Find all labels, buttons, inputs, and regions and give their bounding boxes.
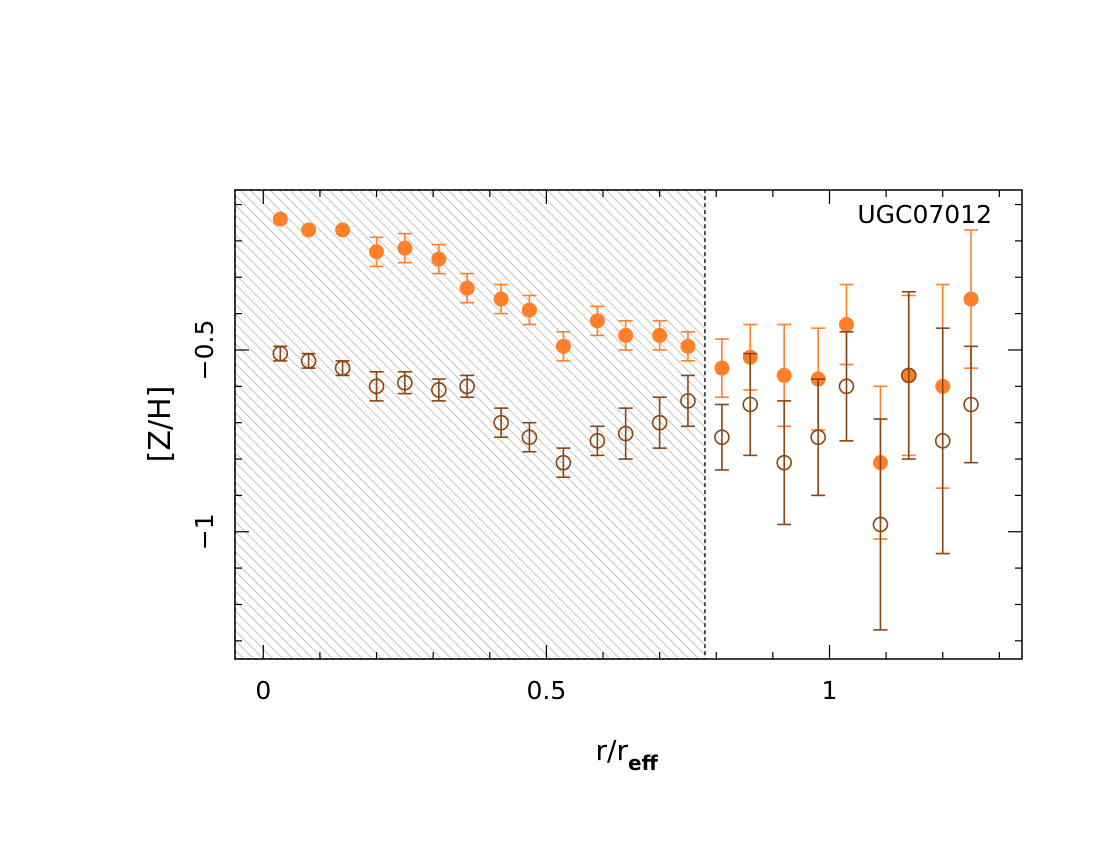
- x-tick-label: 1: [822, 676, 838, 705]
- data-point: [431, 251, 447, 267]
- data-point: [555, 454, 572, 471]
- data-point: [680, 338, 696, 354]
- chart-annotation: UGC07012: [857, 200, 992, 229]
- data-point: [459, 378, 475, 395]
- data-point: [963, 396, 979, 413]
- shaded-region-layer: [234, 189, 706, 660]
- data-point: [397, 374, 413, 391]
- data-point: [652, 327, 668, 343]
- data-point: [459, 280, 475, 296]
- data-point: [872, 516, 889, 533]
- data-point: [934, 433, 951, 449]
- data-point: [618, 327, 634, 343]
- data-point: [431, 382, 447, 398]
- data-point: [714, 429, 730, 446]
- series-layer: [272, 211, 979, 631]
- data-point: [555, 338, 571, 354]
- data-point: [742, 396, 759, 413]
- data-point: [493, 414, 509, 431]
- x-tick-label: 0: [255, 676, 271, 705]
- tick-label-layer: 0 0.5 1 −0.5 −1: [190, 320, 837, 705]
- shaded-region: [235, 190, 705, 659]
- data-point: [272, 211, 288, 227]
- plot-frame: [234, 189, 1023, 660]
- data-point: [810, 429, 826, 446]
- y-tick-label: −0.5: [190, 320, 219, 381]
- tick-layer: [235, 190, 1022, 659]
- data-point: [900, 367, 917, 384]
- series-open: [272, 290, 979, 631]
- data-point: [838, 378, 855, 395]
- data-point: [680, 393, 696, 409]
- data-point: [963, 291, 979, 307]
- data-point: [521, 302, 537, 318]
- data-point: [493, 291, 509, 307]
- data-point: [776, 454, 793, 471]
- x-axis-label: r/r: [596, 734, 629, 767]
- data-point: [589, 433, 606, 449]
- x-axis-label-subscript: eff: [628, 751, 659, 775]
- data-point: [272, 345, 289, 362]
- data-point: [368, 378, 385, 395]
- data-point: [300, 353, 317, 369]
- data-point: [838, 317, 854, 333]
- data-point: [334, 360, 351, 376]
- data-point: [776, 367, 792, 383]
- data-point: [521, 429, 538, 446]
- y-tick-label: −1: [190, 513, 219, 550]
- data-point: [335, 222, 351, 238]
- data-point: [369, 244, 385, 260]
- data-point: [589, 313, 605, 329]
- data-point: [714, 360, 730, 376]
- data-point: [397, 240, 413, 256]
- data-point: [301, 222, 317, 238]
- data-point: [651, 414, 668, 431]
- x-tick-label: 0.5: [527, 676, 567, 705]
- data-point: [617, 425, 634, 442]
- y-axis-label: [Z/H]: [143, 386, 178, 463]
